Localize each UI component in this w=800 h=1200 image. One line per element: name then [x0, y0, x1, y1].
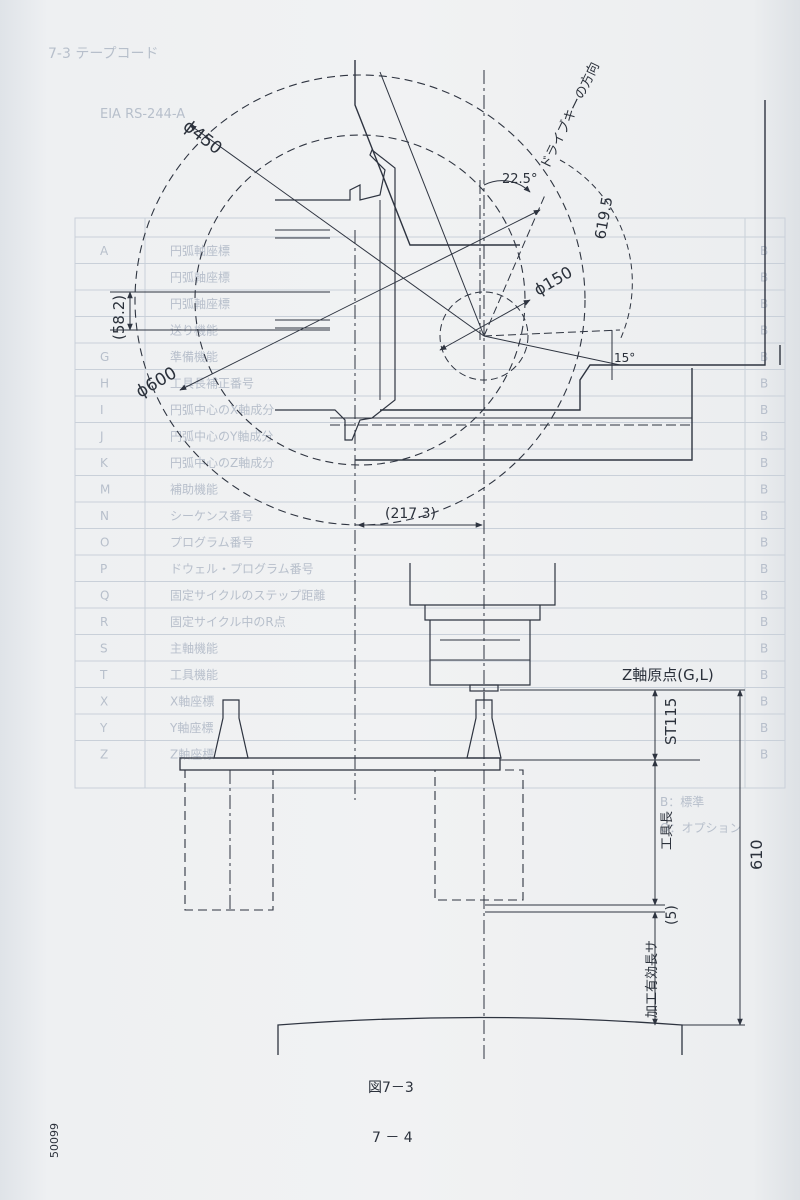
ghost-legend-option: O：オプション — [660, 821, 741, 835]
ghost-row-desc: 主軸機能 — [170, 641, 218, 656]
ghost-row-mark: B — [760, 721, 768, 735]
ghost-row-addr: O — [100, 536, 109, 550]
ghost-row-mark: B — [760, 271, 768, 285]
ghost-row-addr: S — [100, 642, 108, 656]
label-effective-length: 加工有効長サ — [645, 940, 660, 1018]
ghost-row-mark: B — [760, 695, 768, 709]
dim-phi150: ϕ150 — [531, 262, 576, 299]
ghost-row-addr: Z — [100, 748, 108, 762]
ghost-row-desc: プログラム番号 — [170, 536, 254, 550]
ghost-row-addr: H — [100, 377, 109, 391]
label-drive-key-direction: ドライブキーの方向 — [537, 60, 603, 172]
ghost-row-desc: 準備機能 — [170, 349, 218, 364]
ghost-row-addr: M — [100, 483, 110, 497]
ghost-row-desc: 円弧軸座標 — [170, 270, 230, 285]
ghost-row-desc: ドウェル・プログラム番号 — [170, 562, 314, 576]
ghost-row-desc: 固定サイクルのステップ距離 — [170, 588, 325, 603]
ghost-row-mark: B — [760, 430, 768, 444]
ghost-row-desc: 円弧軸座標 — [170, 243, 230, 258]
ghost-row-desc: 補助機能 — [170, 482, 218, 497]
ghost-row-mark: B — [760, 324, 768, 338]
ghost-code-label: EIA RS-244-A — [100, 107, 185, 122]
ghost-row-mark: B — [760, 562, 768, 576]
ghost-row-addr: R — [100, 615, 108, 629]
ghost-row-mark: B — [760, 456, 768, 470]
ghost-row-mark: B — [760, 377, 768, 391]
ghost-row-mark: B — [760, 668, 768, 682]
ghost-row-desc: 固定サイクル中のR点 — [170, 614, 286, 629]
tool-holders — [213, 692, 502, 759]
ghost-row-mark: B — [760, 642, 768, 656]
ghost-row-desc: Y軸座標 — [169, 720, 213, 735]
ghost-row-addr: T — [99, 668, 108, 682]
ghost-row-addr: Y — [99, 721, 108, 735]
ghost-row-addr: G — [100, 350, 109, 364]
dim-radius-619: 619.5 — [591, 195, 616, 240]
ghost-row-mark: B — [760, 589, 768, 603]
dim-angle-22-5: 22.5° — [502, 172, 537, 187]
ghost-legend-standard: B：標準 — [660, 794, 704, 809]
label-z-axis-origin: Z軸原点(G,L) — [622, 666, 714, 684]
dim-st115: ST115 — [662, 698, 680, 745]
dimension-lines — [110, 291, 745, 1026]
machine-table — [179, 757, 683, 1055]
ghost-row-addr: K — [100, 456, 109, 470]
ghost-row-mark: B — [760, 536, 768, 550]
ghost-row-desc: 工具機能 — [170, 667, 218, 682]
label-tool-length: 工具長 — [660, 811, 675, 850]
ghost-row-mark: B — [760, 403, 768, 417]
ghost-row-mark: B — [760, 615, 768, 629]
ghost-row-mark: B — [760, 748, 768, 762]
spindle-head — [275, 60, 781, 461]
ghost-row-addr: Q — [100, 589, 109, 603]
dim-610: 610 — [747, 839, 766, 870]
margin-code: 50099 — [48, 1123, 61, 1158]
figure-caption: 図7－3 — [368, 1080, 414, 1096]
ghost-section-heading: 7-3 テープコード — [48, 46, 158, 62]
dim-5: (5) — [664, 905, 680, 925]
ghost-row-desc: 円弧中心のX軸成分 — [170, 402, 274, 417]
ghost-row-addr: P — [100, 562, 107, 576]
spindle-nose — [409, 563, 556, 692]
dim-58-2: (58.2) — [110, 295, 128, 340]
ghost-row-desc: 円弧中心のY軸成分 — [170, 429, 273, 444]
ghost-row-addr: I — [100, 403, 104, 417]
ghost-row-addr: J — [99, 430, 104, 444]
ghost-row-desc: Z軸座標 — [170, 747, 214, 762]
page-number: 7 － 4 — [372, 1130, 413, 1146]
ghost-row-mark: B — [760, 350, 768, 364]
ghost-row-mark: B — [760, 244, 768, 258]
ghost-row-desc: 円弧中心のZ軸成分 — [170, 455, 274, 470]
ghost-row-mark: B — [760, 509, 768, 523]
ghost-row-addr: A — [100, 244, 109, 258]
ghost-row-mark: B — [760, 483, 768, 497]
ghost-row-desc: シーケンス番号 — [170, 509, 253, 523]
ghost-row-desc: 円弧軸座標 — [170, 296, 230, 311]
ghost-row-addr: X — [100, 695, 108, 709]
ghost-row-desc: X軸座標 — [170, 694, 214, 709]
dim-217-3: (217.3) — [385, 506, 436, 522]
ghost-row-mark: B — [760, 297, 768, 311]
dim-phi450: ϕ450 — [179, 116, 226, 159]
ghost-row-addr: N — [100, 509, 109, 523]
dim-angle-15: 15° — [614, 351, 635, 365]
